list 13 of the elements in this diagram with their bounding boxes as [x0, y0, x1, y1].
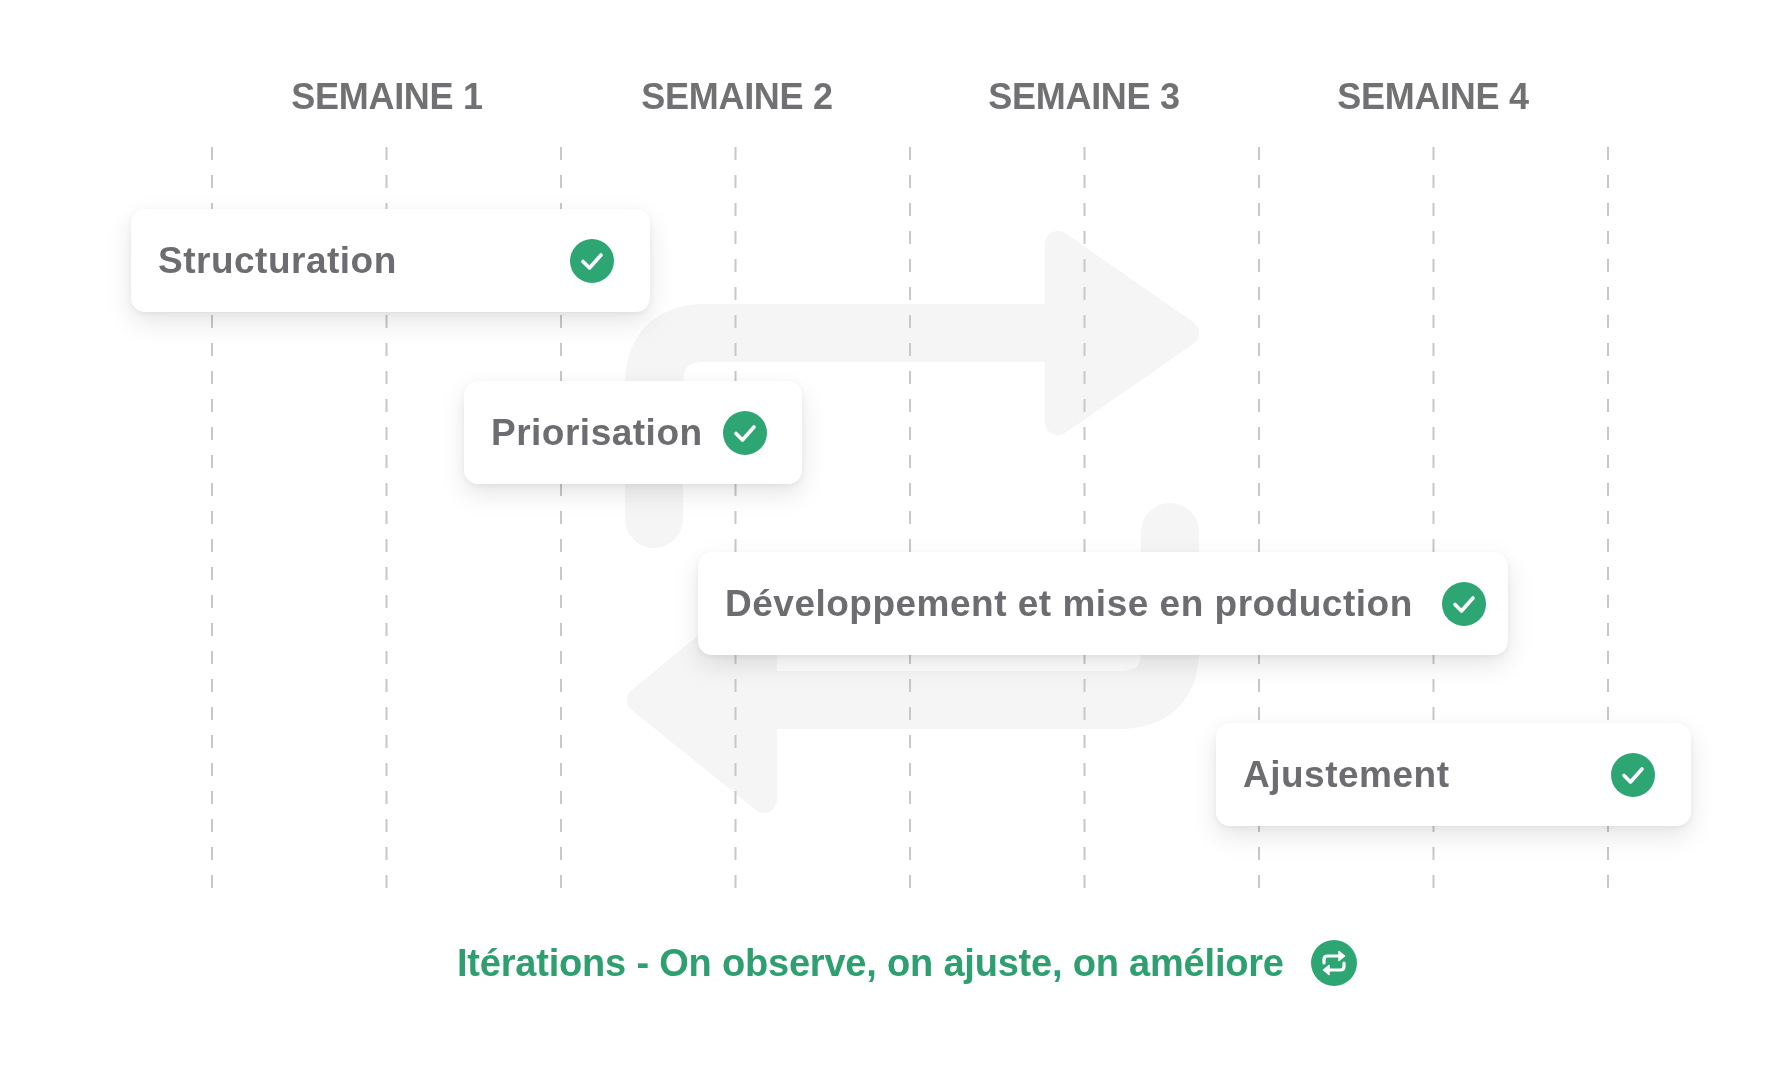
task-card — [464, 381, 802, 484]
task-card — [698, 552, 1508, 655]
week-heading: SEMAINE 3 — [988, 76, 1180, 118]
task-card — [131, 209, 650, 312]
task-label: Développement et mise en production — [725, 582, 1413, 625]
task-card — [1216, 723, 1691, 826]
week-heading: SEMAINE 2 — [641, 76, 833, 118]
task-label: Ajustement — [1243, 753, 1450, 796]
caption-text: Itérations - On observe, on ajuste, on améliore — [457, 941, 1284, 985]
task-label: Structuration — [158, 239, 397, 282]
week-heading: SEMAINE 4 — [1337, 76, 1529, 118]
task-label: Priorisation — [491, 411, 703, 454]
week-heading: SEMAINE 1 — [291, 76, 483, 118]
